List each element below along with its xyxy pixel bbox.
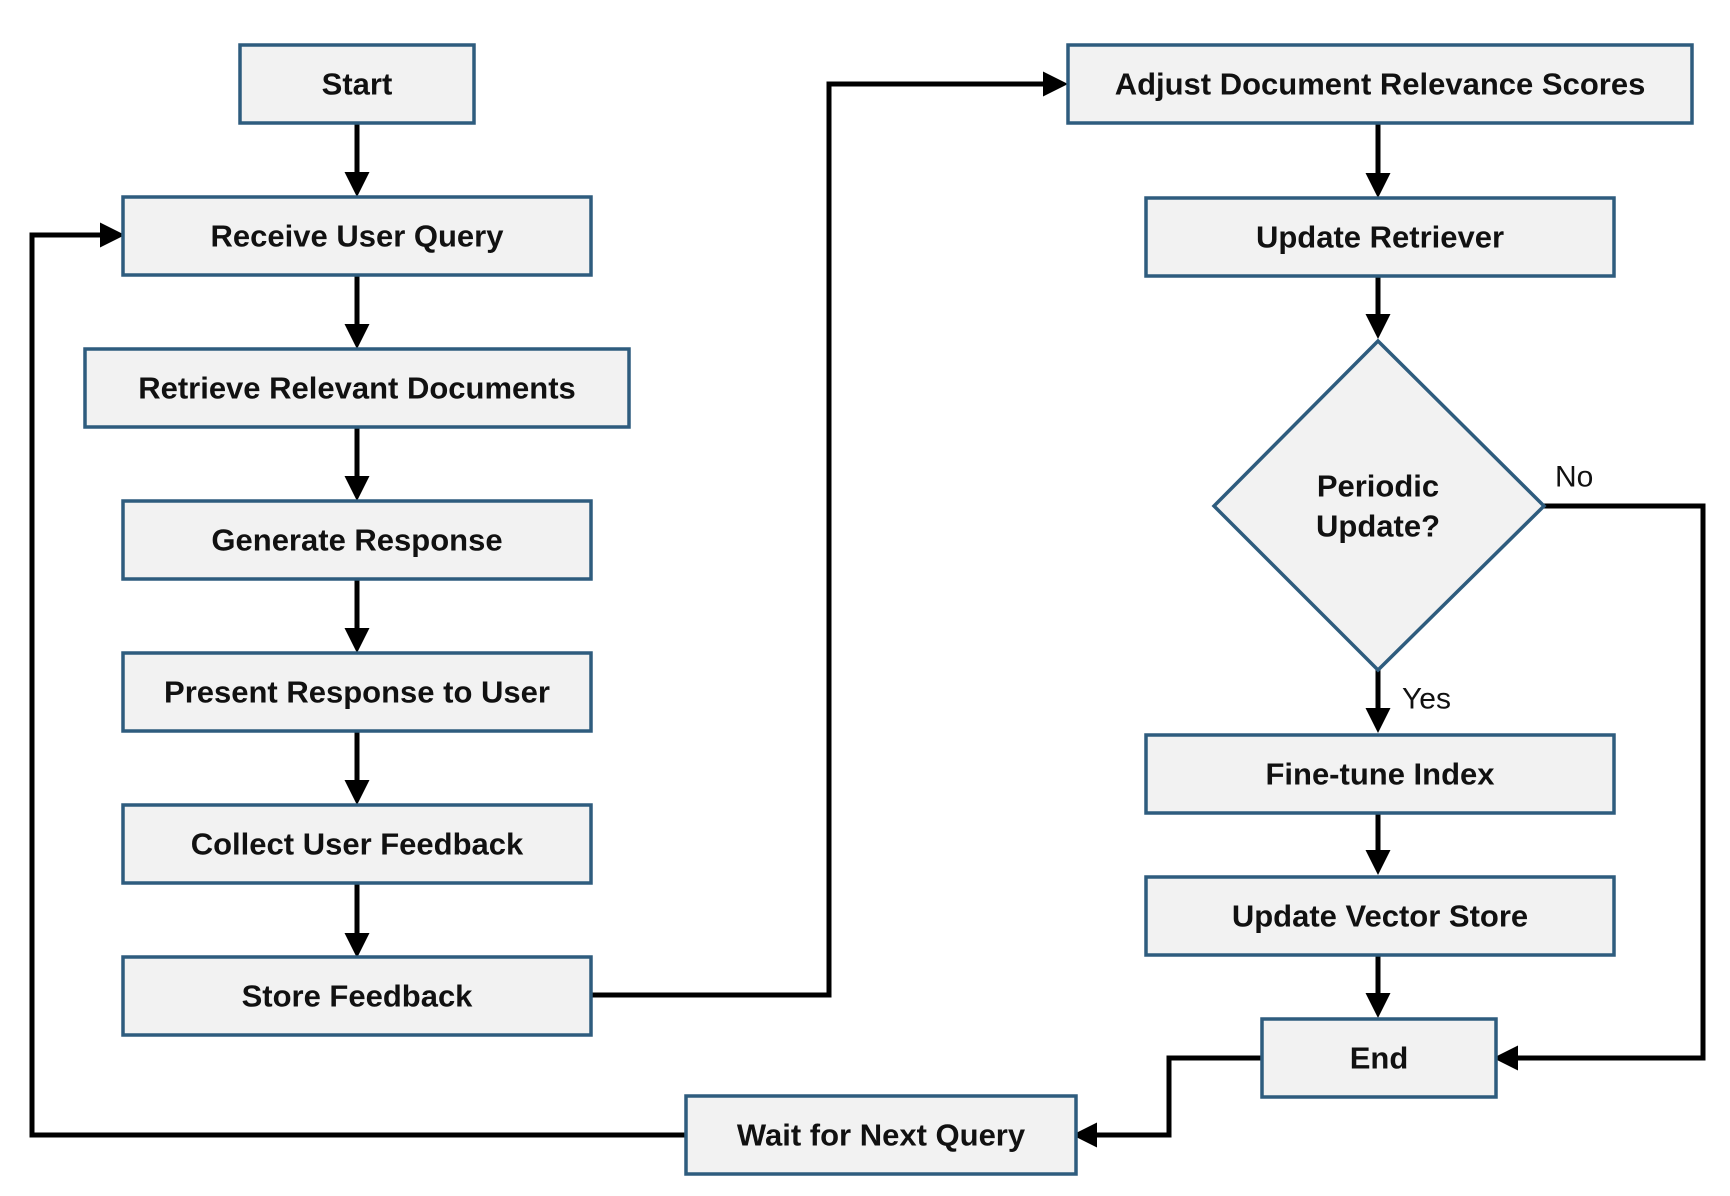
svg-text:End: End: [1350, 1041, 1409, 1076]
node-start: Start: [238, 43, 476, 125]
edge-label-no: No: [1555, 461, 1593, 494]
node-adjust-document-relevance-scores: Adjust Document Relevance Scores: [1066, 43, 1694, 125]
node-fine-tune-index: Fine-tune Index: [1144, 733, 1616, 815]
svg-text:Generate Response: Generate Response: [211, 523, 502, 558]
node-wait-for-next-query: Wait for Next Query: [684, 1094, 1078, 1176]
svg-text:Present Response to User: Present Response to User: [164, 675, 550, 710]
svg-text:Start: Start: [322, 67, 393, 102]
svg-text:Adjust Document Relevance Scor: Adjust Document Relevance Scores: [1115, 67, 1646, 102]
svg-text:Wait for Next Query: Wait for Next Query: [737, 1118, 1026, 1153]
node-update-retriever: Update Retriever: [1144, 196, 1616, 278]
svg-text:Periodic: Periodic: [1317, 469, 1439, 504]
node-end: End: [1260, 1017, 1498, 1099]
svg-text:Update Retriever: Update Retriever: [1256, 220, 1504, 255]
node-generate-response: Generate Response: [121, 499, 593, 581]
arrow-decision-no-to-end: [1493, 503, 1706, 1071]
node-collect-user-feedback: Collect User Feedback: [121, 803, 593, 885]
arrow-end-to-wait: [1072, 1055, 1262, 1148]
svg-text:Store Feedback: Store Feedback: [242, 979, 474, 1014]
node-periodic-update-decision: Periodic Update?: [1211, 338, 1547, 673]
node-update-vector-store: Update Vector Store: [1144, 875, 1616, 957]
edge-label-yes: Yes: [1402, 683, 1451, 716]
node-receive-user-query: Receive User Query: [121, 195, 593, 277]
svg-text:Update?: Update?: [1316, 509, 1440, 544]
svg-text:Fine-tune Index: Fine-tune Index: [1265, 757, 1495, 792]
arrow-store-to-adjust: [591, 71, 1068, 998]
svg-text:Update Vector Store: Update Vector Store: [1232, 899, 1528, 934]
arrow-wait-loop-to-receive: [29, 222, 686, 1138]
svg-text:Collect User Feedback: Collect User Feedback: [191, 827, 524, 862]
node-retrieve-relevant-documents: Retrieve Relevant Documents: [83, 347, 631, 429]
svg-text:Retrieve Relevant Documents: Retrieve Relevant Documents: [138, 371, 576, 406]
node-present-response: Present Response to User: [121, 651, 593, 733]
node-store-feedback: Store Feedback: [121, 955, 593, 1037]
edges: [29, 71, 1706, 1148]
svg-text:Receive User Query: Receive User Query: [211, 219, 505, 254]
